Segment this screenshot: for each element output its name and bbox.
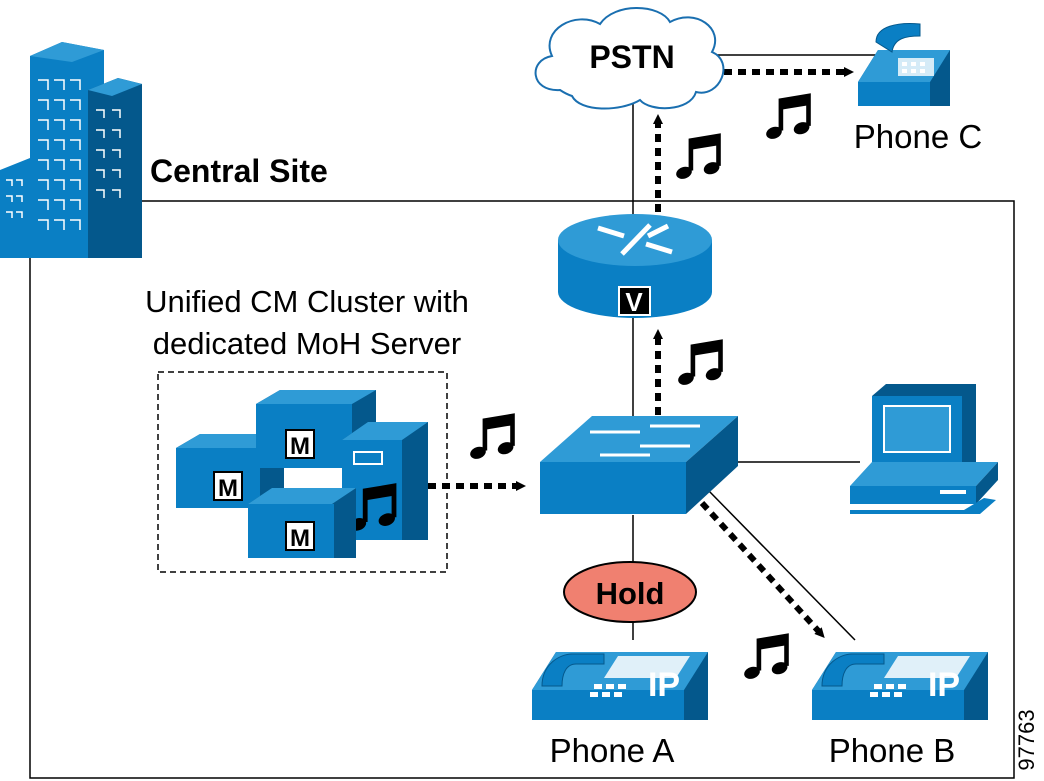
hold-badge: Hold (563, 561, 697, 623)
server-badge: M (218, 475, 238, 502)
computer-icon (850, 384, 998, 514)
ip-phone-mark: IP (648, 666, 680, 704)
moh-flow-arrows (428, 67, 854, 638)
figure-id: 97763 (1014, 709, 1039, 770)
switch-icon (540, 416, 738, 514)
router-icon: V (558, 214, 712, 318)
flow-arrow-switch-to-phone-b (699, 500, 825, 638)
router-voice-mark: V (625, 287, 643, 317)
music-note-icon (676, 342, 723, 387)
music-note-icon (674, 136, 721, 181)
central-site-boundary (29, 200, 1015, 779)
cluster-label-line2: dedicated MoH Server (153, 326, 461, 361)
cluster-label-line1: Unified CM Cluster with (145, 284, 469, 319)
ip-phone-icon: IP (812, 652, 988, 720)
building-icon (0, 42, 142, 258)
server-badge: M (290, 525, 310, 552)
music-note-icon (764, 96, 811, 141)
cloud-icon: PSTN (534, 7, 725, 110)
desk-phone-icon (858, 23, 950, 106)
pstn-label: PSTN (589, 39, 674, 75)
phone-b-label: Phone B (829, 732, 956, 769)
hold-label: Hold (596, 576, 665, 611)
server-badge: M (290, 433, 310, 460)
moh-server-icon (342, 422, 428, 540)
phone-a-label: Phone A (550, 732, 675, 769)
server-icon: M (248, 488, 356, 558)
ip-phone-mark: IP (928, 666, 960, 704)
music-note-icon (468, 416, 515, 461)
connection-lines (632, 54, 880, 641)
ip-phone-icon: IP (532, 652, 708, 720)
cluster-boundary (157, 371, 448, 573)
music-note-icon (742, 636, 789, 681)
phone-c-label: Phone C (854, 118, 982, 155)
central-site-label: Central Site (150, 153, 328, 189)
